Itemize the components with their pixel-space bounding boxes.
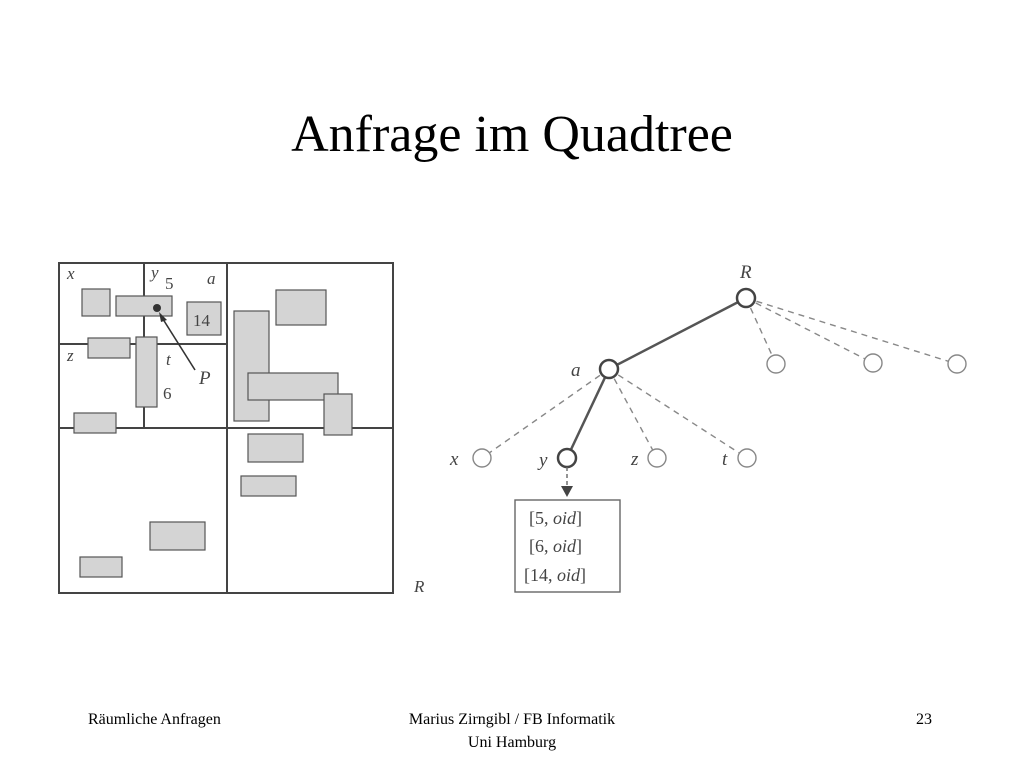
- object-label-6: 6: [163, 384, 172, 403]
- edge-a-t: [608, 368, 748, 459]
- result-arrow: [561, 467, 573, 497]
- slide-title: Anfrage im Quadtree: [291, 106, 733, 163]
- tree-node-root: [735, 287, 757, 309]
- object-rect: [135, 336, 158, 408]
- footer-section-title: Räumliche Anfragen: [88, 711, 221, 728]
- tree-nodes: [472, 287, 967, 469]
- result-box-frame: [514, 499, 621, 593]
- tree-label-z: z: [630, 449, 639, 470]
- tree-node-x: [472, 448, 492, 468]
- footer-page-number: 23: [916, 711, 932, 728]
- tree-node-empty: [766, 354, 786, 374]
- object-rect: [81, 288, 111, 317]
- edge-a-y: [565, 368, 611, 459]
- edge-root-child4: [745, 297, 958, 365]
- object-rect: [87, 337, 131, 359]
- result-entry: [14, oid]: [524, 565, 586, 585]
- object-rect: [240, 475, 297, 497]
- result-entry: [6, oid]: [529, 536, 582, 556]
- spatial-objects: [73, 288, 353, 578]
- object-rect: [275, 289, 327, 326]
- object-rect: [233, 310, 270, 422]
- query-point-group: [153, 304, 196, 371]
- query-point-arrow: [160, 315, 196, 371]
- tree-node-z: [647, 448, 667, 468]
- region-label-r: R: [413, 577, 425, 596]
- footer-author: Marius Zirngibl / FB Informatik Uni Hamb…: [362, 708, 662, 754]
- edge-root-a: [608, 296, 747, 371]
- query-point-arrowhead: [159, 312, 167, 322]
- footer-author-line2: Uni Hamburg: [467, 734, 557, 751]
- quadrant-label-x: x: [66, 264, 75, 283]
- tree-node-a: [598, 358, 620, 380]
- point-label-p: P: [198, 368, 211, 389]
- tree-label-x: x: [449, 449, 459, 470]
- object-rect: [247, 372, 339, 401]
- tree-edges: [481, 296, 958, 459]
- edge-a-x: [481, 368, 610, 459]
- tree-label-root: R: [739, 262, 752, 283]
- result-entry: [5, oid]: [529, 508, 582, 528]
- query-point: [153, 304, 161, 312]
- quadrant-label-t: t: [166, 350, 172, 369]
- tree-node-t: [737, 448, 757, 468]
- result-box: [5, oid] [6, oid] [14, oid]: [514, 499, 621, 593]
- quadrant-label-z: z: [66, 346, 74, 365]
- object-rect: [323, 393, 353, 436]
- quadrant-label-a: a: [207, 269, 216, 288]
- object-rect: [115, 295, 173, 317]
- edge-root-child3: [745, 297, 874, 364]
- tree-node-empty: [863, 353, 883, 373]
- tree-label-t: t: [722, 449, 728, 470]
- edge-a-z: [608, 368, 658, 459]
- quadrant-label-y: y: [149, 263, 159, 282]
- object-rect: [186, 301, 222, 336]
- object-rect: [247, 433, 304, 463]
- object-label-14: 14: [193, 311, 211, 330]
- tree-node-empty: [947, 354, 967, 374]
- object-rect: [79, 556, 123, 578]
- tree-label-a: a: [571, 360, 581, 381]
- tree-label-y: y: [537, 450, 548, 471]
- edge-root-child2: [745, 297, 777, 365]
- footer-author-line1: Marius Zirngibl / FB Informatik: [408, 711, 616, 728]
- object-label-5: 5: [165, 274, 174, 293]
- object-rect: [73, 412, 117, 434]
- object-rect: [149, 521, 206, 551]
- tree-node-y: [556, 447, 578, 469]
